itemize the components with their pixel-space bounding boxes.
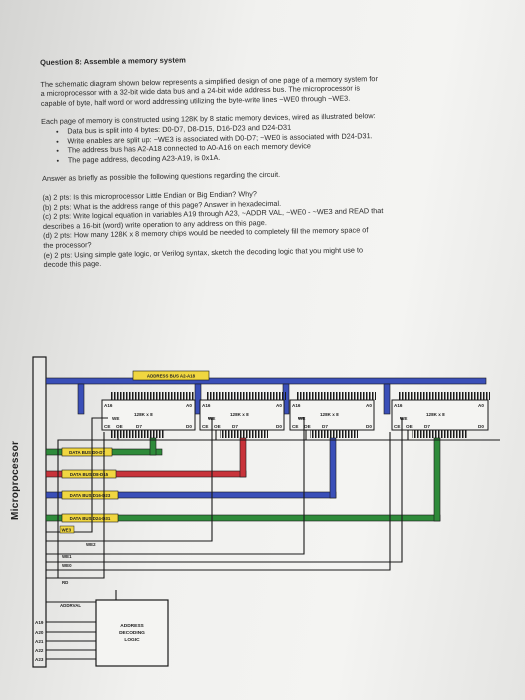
svg-text:D0: D0: [366, 424, 372, 429]
svg-text:CE: CE: [202, 424, 208, 429]
chip-label: 128K x 8: [134, 412, 153, 417]
svg-text:CE: CE: [394, 424, 400, 429]
svg-text:A16: A16: [202, 403, 211, 408]
svg-text:D0: D0: [186, 424, 192, 429]
svg-text:A0: A0: [186, 403, 192, 408]
bus-label: DATA BUS D8-D15: [70, 472, 109, 477]
data-bus-d24-d31: DATA BUS D24-D31: [45, 437, 441, 523]
address-bus: ADDRESS BUS A2-A18: [45, 370, 487, 415]
svg-text:A20: A20: [35, 630, 44, 635]
data-bus-d8-d15: DATA BUS D8-D15: [45, 437, 247, 479]
svg-text:OE: OE: [304, 424, 311, 429]
svg-text:A19: A19: [35, 620, 44, 625]
svg-text:DECODING: DECODING: [119, 630, 145, 636]
svg-text:A23: A23: [35, 657, 44, 662]
memory-chip-4: A16 A0 128K x 8 WE CE OE D7 D0: [391, 392, 490, 438]
svg-text:ADDRESS: ADDRESS: [120, 623, 144, 629]
svg-text:A16: A16: [394, 403, 403, 408]
svg-text:D7: D7: [424, 424, 430, 429]
bus-label: DATA BUS D16-D23: [70, 493, 111, 498]
svg-text:OE: OE: [116, 424, 123, 429]
we0-label: WE0: [62, 563, 72, 568]
we3-label: WE3: [62, 528, 72, 533]
processor-label: Microprocessor: [10, 440, 21, 520]
svg-text:WE: WE: [112, 416, 119, 421]
svg-text:CE: CE: [292, 424, 298, 429]
write-enable-labels: WE3 WE2 WE1 WE0 RD ADDRVAL: [59, 525, 96, 608]
address-bus-label: ADDRESS BUS A2-A18: [147, 374, 196, 379]
processor-block: [32, 356, 47, 668]
control-lines: [46, 417, 500, 603]
svg-text:A16: A16: [104, 403, 113, 408]
bus-label: DATA BUS D0-D7: [69, 450, 105, 455]
address-decoding-logic: ADDRESS DECODING LOGIC: [95, 599, 169, 667]
svg-text:D7: D7: [322, 424, 328, 429]
chip-label: 128K x 8: [230, 412, 249, 417]
svg-text:CE: CE: [104, 424, 110, 429]
chip-label: 128K x 8: [320, 412, 339, 417]
memory-chip-3: A16 A0 128K x 8 WE CE OE D7 D0: [289, 392, 376, 438]
we1-label: WE1: [62, 554, 72, 559]
addrval-label: ADDRVAL: [60, 603, 81, 608]
svg-text:A16: A16: [292, 403, 301, 408]
svg-text:D7: D7: [232, 424, 238, 429]
data-bus-d16-d23: DATA BUS D16-D23: [45, 437, 337, 500]
svg-text:D7: D7: [136, 424, 142, 429]
svg-text:A0: A0: [366, 403, 372, 408]
we2-label: WE2: [86, 542, 96, 547]
svg-text:A0: A0: [276, 403, 282, 408]
bus-label: DATA BUS D24-D31: [70, 516, 111, 521]
svg-text:A22: A22: [35, 648, 44, 653]
svg-text:A21: A21: [35, 639, 44, 644]
memory-chip-1: A16 A0 128K x 8 WE CE OE D7 D0: [101, 392, 196, 438]
svg-text:D0: D0: [276, 424, 282, 429]
svg-text:LOGIC: LOGIC: [124, 637, 140, 643]
svg-text:D0: D0: [478, 424, 484, 429]
svg-text:A0: A0: [478, 403, 484, 408]
chip-label: 128K x 8: [426, 412, 445, 417]
svg-text:WE: WE: [400, 416, 407, 421]
memory-chip-2: A16 A0 128K x 8 WE CE OE D7 D0: [199, 392, 286, 438]
rd-label: RD: [62, 580, 68, 585]
svg-text:OE: OE: [214, 424, 221, 429]
upper-address-lines: A19 A20 A21 A22 A23: [35, 620, 96, 662]
svg-text:OE: OE: [406, 424, 413, 429]
